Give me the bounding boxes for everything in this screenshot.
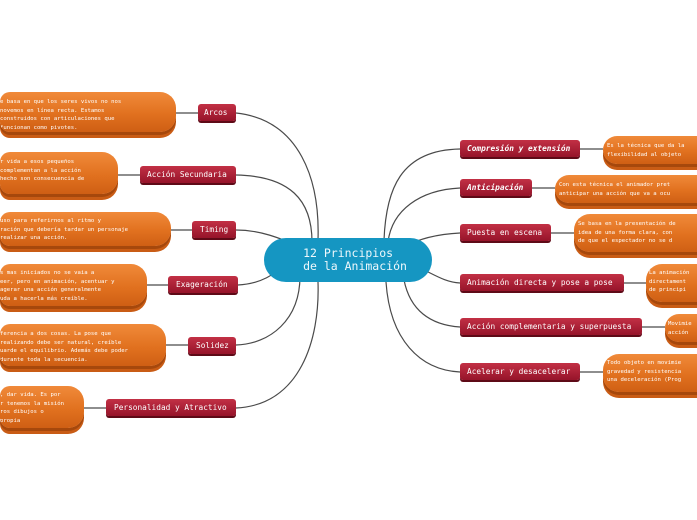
topic-anticipacion[interactable]: Anticipación bbox=[460, 179, 532, 196]
topic-exageracion[interactable]: Exageración bbox=[168, 276, 238, 293]
topic-accion-secundaria[interactable]: Acción Secundaria bbox=[140, 166, 236, 183]
topic-accion-complementaria[interactable]: Acción complementaria y superpuesta bbox=[460, 318, 642, 335]
topic-solidez[interactable]: Solidez bbox=[188, 337, 236, 354]
note-compresion-extension: Es la técnica que da la flexibilidad al … bbox=[603, 136, 697, 164]
note-arcos: e basa en que los seres vivos no nos nov… bbox=[0, 92, 176, 132]
note-accion-complementaria: Movimie acción bbox=[665, 314, 697, 342]
topic-animacion-directa[interactable]: Animación directa y pose a pose bbox=[460, 274, 624, 291]
note-solidez: ferencia a dos cosas. La pose que realiz… bbox=[0, 324, 166, 366]
note-personalidad-atractivo: , dar vida. Es por r tenemos la misión r… bbox=[0, 386, 84, 428]
central-topic[interactable]: 12 Principios de la Animación bbox=[264, 238, 432, 282]
note-exageracion: s mas iniciados no se vaia a eer, pero e… bbox=[0, 264, 147, 306]
note-puesta-en-escena: Se basa en la presentación de idea de un… bbox=[574, 214, 697, 252]
topic-timing[interactable]: Timing bbox=[192, 221, 236, 238]
note-acelerar-desacelerar: Todo objeto en movimie gravedad y resist… bbox=[603, 354, 697, 392]
note-anticipacion: Con esta técnica el animador pret antici… bbox=[555, 175, 697, 203]
topic-compresion-extension[interactable]: Compresión y extensión bbox=[460, 140, 580, 157]
topic-puesta-en-escena[interactable]: Puesta en escena bbox=[460, 224, 551, 241]
note-animacion-directa: La animación directament de principi bbox=[646, 264, 697, 302]
note-accion-secundaria: r vida a esos pequeños complementan a la… bbox=[0, 152, 118, 194]
note-timing: uso para referirnos al ritmo y ración qu… bbox=[0, 212, 171, 246]
topic-acelerar-desacelerar[interactable]: Acelerar y desacelerar bbox=[460, 363, 580, 380]
topic-personalidad-atractivo[interactable]: Personalidad y Atractivo bbox=[106, 399, 236, 416]
topic-arcos[interactable]: Arcos bbox=[198, 104, 236, 121]
